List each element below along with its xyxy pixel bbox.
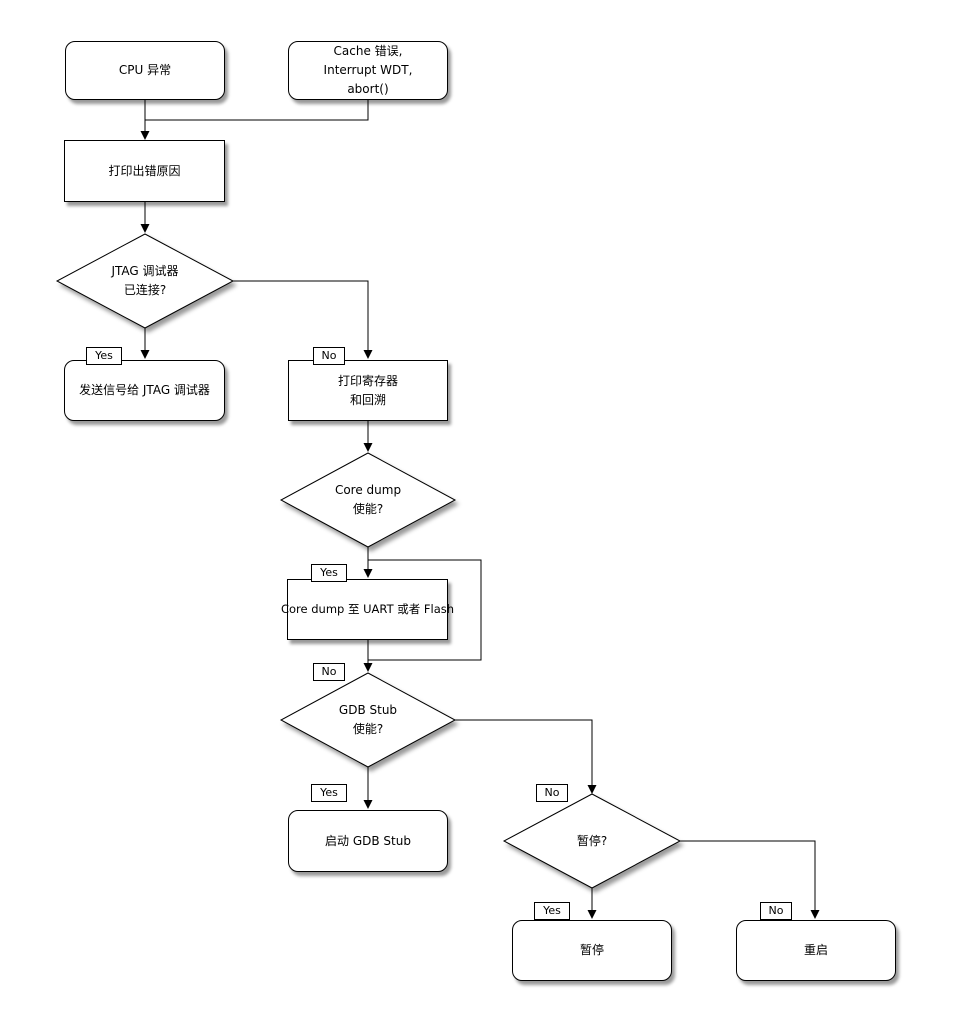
edge-label-text: No	[544, 786, 560, 799]
arrowhead	[363, 443, 373, 452]
edge-label-core-dump-yes: Yes	[311, 564, 347, 582]
node-cache-error: Cache 错误, Interrupt WDT, abort()	[288, 41, 448, 100]
edge-gdb-no	[455, 719, 593, 792]
edge-label-gdb-no: No	[536, 784, 568, 802]
node-label: abort()	[347, 82, 389, 96]
node-label: 启动 GDB Stub	[325, 833, 411, 848]
edge-label-text: Yes	[543, 904, 561, 917]
edge-label-text: No	[768, 904, 784, 917]
arrowhead	[587, 785, 597, 794]
arrowhead	[140, 224, 150, 233]
arrowhead	[140, 350, 150, 359]
arrowhead	[363, 350, 373, 359]
edge-cache-merge	[145, 100, 369, 121]
node-label: 发送信号给 JTAG 调试器	[79, 383, 210, 397]
edge-label-jtag-no: No	[313, 347, 345, 365]
node-label: Cache 错误,	[333, 44, 403, 58]
node-label: 暂停	[579, 943, 604, 957]
edge-label-gdb-yes: Yes	[311, 784, 347, 802]
edge-label-text: No	[321, 665, 337, 678]
edge-label-text: Yes	[95, 349, 113, 362]
node-print-reason: 打印出错原因	[64, 140, 225, 202]
node-jtag-connected-shape	[55, 233, 235, 329]
node-cpu-exception: CPU 异常	[65, 41, 225, 100]
node-halt: 暂停	[512, 920, 672, 981]
node-label: 打印出错原因	[108, 163, 181, 178]
edge-jtag-no	[233, 280, 369, 357]
node-core-dump-enabled-shape	[279, 452, 457, 548]
arrowhead	[810, 910, 820, 919]
node-send-signal-jtag: 发送信号给 JTAG 调试器	[64, 360, 225, 421]
node-gdb-stub-enabled-shape	[279, 672, 457, 768]
node-core-dump-dest: Core dump 至 UART 或者 Flash	[281, 579, 454, 640]
node-label: 打印寄存器	[337, 373, 398, 388]
node-label: 和回溯	[349, 392, 386, 407]
arrowhead	[587, 910, 597, 919]
edge-label-halt-yes: Yes	[534, 902, 570, 920]
edge-label-core-dump-no: No	[313, 663, 345, 681]
node-start-gdb-stub: 启动 GDB Stub	[288, 810, 448, 872]
edge-label-text: Yes	[320, 786, 338, 799]
node-label: 重启	[803, 943, 828, 957]
arrowhead	[363, 663, 373, 672]
edge-label-text: No	[321, 349, 337, 362]
edge-coredump-no-bypass	[368, 559, 482, 661]
node-label: Interrupt WDT,	[323, 63, 413, 77]
edge-halt-no	[680, 840, 816, 917]
edge-label-halt-no: No	[760, 902, 792, 920]
arrowhead	[140, 131, 150, 140]
edge-label-text: Yes	[320, 566, 338, 579]
arrowhead	[363, 569, 373, 578]
node-label: CPU 异常	[118, 63, 172, 77]
node-reboot: 重启	[736, 920, 896, 981]
node-label: Core dump 至 UART 或者 Flash	[280, 602, 455, 616]
node-halt-question-shape	[502, 793, 682, 889]
arrowhead	[363, 800, 373, 809]
edge-label-jtag-yes: Yes	[86, 347, 122, 365]
node-print-registers: 打印寄存器 和回溯	[288, 360, 448, 421]
